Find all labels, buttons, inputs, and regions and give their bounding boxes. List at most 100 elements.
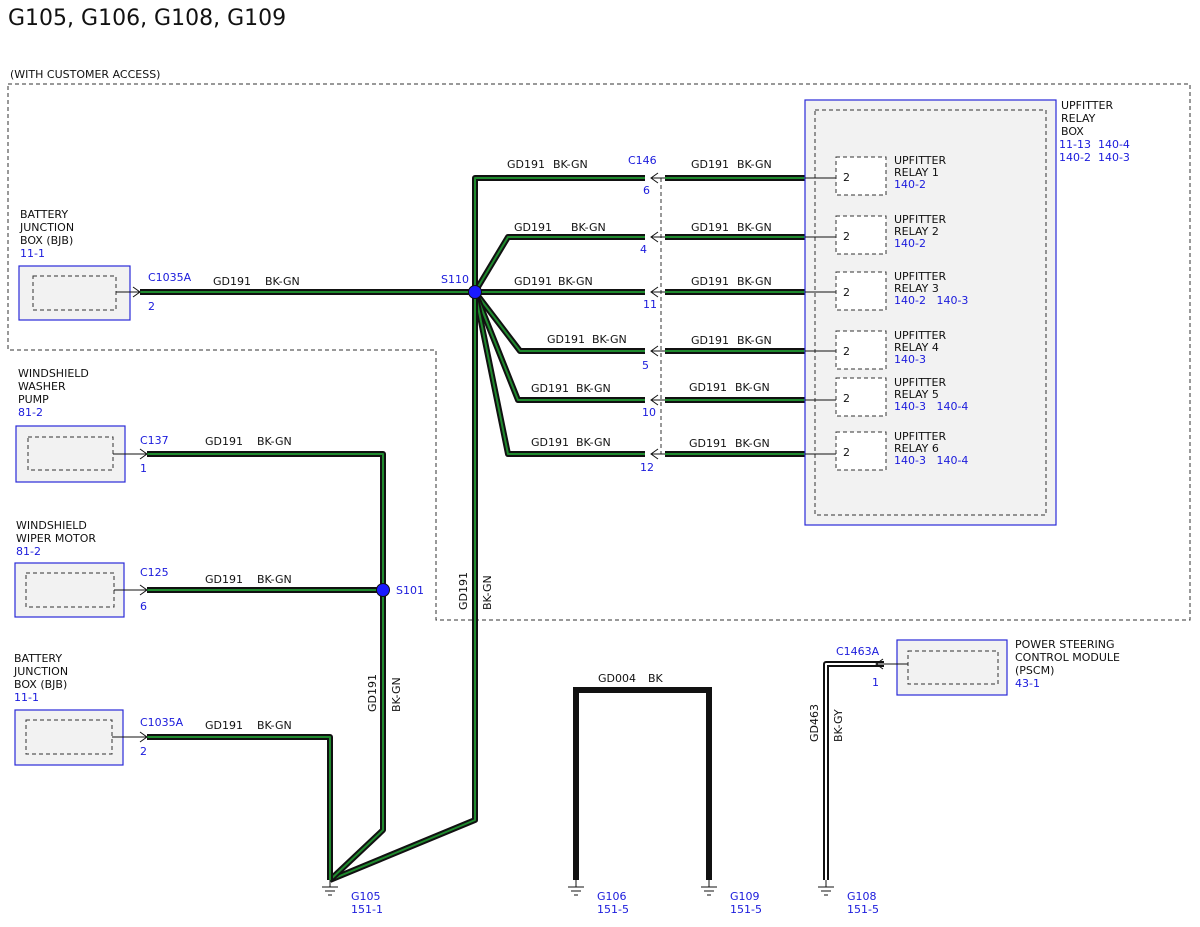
page-title: G105, G106, G108, G109 [8,6,287,31]
splice-s101: S101 [376,583,424,597]
relay-2: 2 UPFITTER RELAY 2 140-2 4 [640,213,946,256]
relay-4: 2 UPFITTER RELAY 4 140-3 5 [642,329,946,372]
wire-label-circuit: GD191 [366,674,379,712]
relay-name: UPFITTER [894,329,946,342]
page-reference-link[interactable]: 11-13 140-4 [1059,138,1130,151]
wire-label-color: BK-GN [737,158,772,171]
wire-label-color: BK-GY [832,709,845,742]
page-reference-link[interactable]: 140-3 [894,353,926,366]
wire-label-color: BK-GN [737,334,772,347]
page-reference-link[interactable]: 140-2 [894,178,926,191]
wire-gd463 [823,661,884,880]
relay-name: RELAY 2 [894,225,939,238]
connector-label: C146 [628,154,657,167]
wire-label-circuit: GD191 [205,435,243,448]
wire-washer-to-g105 [147,451,386,883]
splice-label: S101 [396,584,424,597]
pin-label: 5 [642,359,649,372]
wire-label-color: BK-GN [558,275,593,288]
wire-label-circuit: GD191 [213,275,251,288]
wire-label-color: BK-GN [257,435,292,448]
page-reference-link[interactable]: 151-5 [597,903,629,916]
component-name: RELAY [1061,112,1096,125]
relay-5: 2 UPFITTER RELAY 5 140-3 140-4 10 [642,376,968,419]
ground-g108: G108 151-5 [818,880,879,916]
component-name: POWER STEERING [1015,638,1115,651]
splice-label: S110 [441,273,469,286]
connector-label: C1463A [836,645,880,658]
wire-c146-to-relays [665,175,805,457]
relay-6: 2 UPFITTER RELAY 6 140-3 140-4 12 [640,430,968,474]
wire-label-color: BK-GN [735,437,770,450]
ground-label: G105 [351,890,381,903]
pin-label: 10 [642,406,656,419]
pin-label: 2 [843,345,850,358]
wire-label-circuit: GD191 [205,573,243,586]
splice-s110: S110 [441,273,482,299]
pin-label: 4 [640,243,647,256]
wire-label-circuit: GD191 [691,221,729,234]
pin-label: 6 [643,184,650,197]
page-reference-link[interactable]: 11-1 [14,691,39,704]
wire-label-color: BK-GN [481,575,494,610]
component-name: UPFITTER [1061,99,1113,112]
pin-label: 2 [843,286,850,299]
page-reference-link[interactable]: 81-2 [18,406,43,419]
page-reference-link[interactable]: 151-5 [847,903,879,916]
wire-label-color: BK-GN [571,221,606,234]
pin-label: 1 [872,676,879,689]
page-reference-link[interactable]: 140-3 140-4 [894,400,968,413]
page-reference-link[interactable]: 11-1 [20,247,45,260]
component-name: BATTERY [20,208,68,221]
component-name: BOX (BJB) [14,678,67,691]
pin-label: 2 [140,745,147,758]
relay-1: 2 UPFITTER RELAY 1 140-2 6 [643,154,946,197]
component-name: JUNCTION [19,221,74,234]
component-name: BATTERY [14,652,62,665]
relay-name: RELAY 1 [894,166,939,179]
relay-name: UPFITTER [894,430,946,443]
component-name: BOX [1061,125,1084,138]
page-reference-link[interactable]: 140-3 140-4 [894,454,968,467]
pin-label: 2 [843,171,850,184]
wire-label-color: BK-GN [737,221,772,234]
relay-name: RELAY 4 [894,341,939,354]
page-reference-link[interactable]: 140-2 140-3 [894,294,968,307]
component-bjb-bottom: BATTERY JUNCTION BOX (BJB) 11-1 C1035A 2 [13,652,184,766]
page-reference-link[interactable]: 43-1 [1015,677,1040,690]
customer-access-label: (WITH CUSTOMER ACCESS) [10,68,160,81]
wire-label-circuit: GD191 [531,382,569,395]
page-reference-link[interactable]: 151-1 [351,903,383,916]
page-reference-link[interactable]: 140-2 [894,237,926,250]
wire-label-color: BK-GN [257,573,292,586]
component-name: WINDSHIELD [18,367,89,380]
ground-label: G106 [597,890,627,903]
ground-label: G109 [730,890,760,903]
wire-label-circuit: GD191 [531,436,569,449]
customer-access-boundary [7,83,1191,621]
page-reference-link[interactable]: 151-5 [730,903,762,916]
page-reference-link[interactable]: 81-2 [16,545,41,558]
relay-name: RELAY 6 [894,442,939,455]
pin-label: 2 [843,392,850,405]
wire-label-circuit: GD191 [205,719,243,732]
wire-s110-branches [472,175,645,457]
component-wiper-motor: WINDSHIELD WIPER MOTOR 81-2 C125 6 [14,519,169,618]
connector-label: C1035A [148,271,192,284]
ground-label: G108 [847,890,877,903]
component-name: PUMP [18,393,49,406]
component-name: JUNCTION [13,665,68,678]
wire-label-circuit: GD191 [689,381,727,394]
page-reference-link[interactable]: 140-2 140-3 [1059,151,1130,164]
component-name: WASHER [18,380,66,393]
relay-3: 2 UPFITTER RELAY 3 140-2 140-3 11 [643,270,968,311]
wire-label-circuit: GD191 [691,158,729,171]
relay-name: UPFITTER [894,213,946,226]
component-name: WIPER MOTOR [16,532,96,545]
wire-label-circuit: GD191 [691,334,729,347]
component-name: (PSCM) [1015,664,1054,677]
wire-label-color: BK-GN [735,381,770,394]
wire-label-color: BK-GN [737,275,772,288]
wire-gd004 [573,687,712,880]
